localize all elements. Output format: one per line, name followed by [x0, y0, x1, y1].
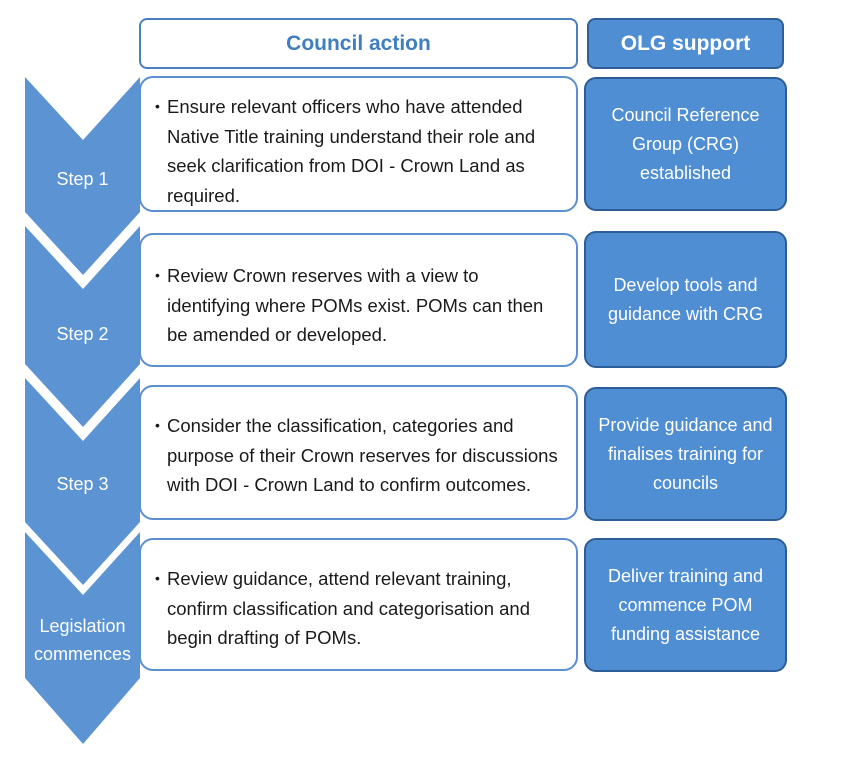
council-action-text: Consider the classification, categories … [167, 415, 558, 495]
olg-support-step-2: Develop tools and guidance with CRG [584, 231, 787, 368]
chevron-step-4 [25, 532, 140, 744]
olg-support-text: Provide guidance and finalises training … [598, 414, 773, 493]
step-label-3: Step 3 [56, 474, 109, 494]
olg-support-step-3: Provide guidance and finalises training … [584, 387, 787, 521]
council-action-step-3: • Consider the classification, categorie… [139, 385, 578, 520]
bullet-icon: • [155, 570, 160, 586]
olg-support-header-label: OLG support [620, 31, 751, 55]
olg-support-header: OLG support [587, 18, 784, 69]
council-action-header-label: Council action [286, 31, 431, 55]
council-action-header: Council action [139, 18, 578, 69]
step-label-4: Legislation commences [33, 616, 132, 664]
chevron-step-2 [25, 226, 140, 427]
council-action-step-4: • Review guidance, attend relevant train… [139, 538, 578, 671]
chevron-step-3 [25, 378, 140, 585]
bullet-icon: • [155, 267, 160, 283]
olg-support-text: Council Reference Group (CRG) establishe… [611, 104, 760, 183]
bullet-icon: • [155, 98, 160, 114]
step-label-1: Step 1 [56, 169, 109, 189]
olg-support-step-4: Deliver training and commence POM fundin… [584, 538, 787, 672]
council-action-text: Review guidance, attend relevant trainin… [167, 568, 530, 648]
council-action-step-1: • Ensure relevant officers who have atte… [139, 76, 578, 212]
council-action-step-2: • Review Crown reserves with a view to i… [139, 233, 578, 367]
olg-support-text: Develop tools and guidance with CRG [607, 274, 764, 324]
bullet-icon: • [155, 417, 160, 433]
council-action-text: Ensure relevant officers who have attend… [167, 96, 536, 206]
step-label-2: Step 2 [56, 324, 109, 344]
chevron-step-1 [25, 77, 140, 275]
council-action-text: Review Crown reserves with a view to ide… [167, 265, 544, 345]
olg-support-step-1: Council Reference Group (CRG) establishe… [584, 77, 787, 211]
olg-support-text: Deliver training and commence POM fundin… [607, 565, 764, 644]
